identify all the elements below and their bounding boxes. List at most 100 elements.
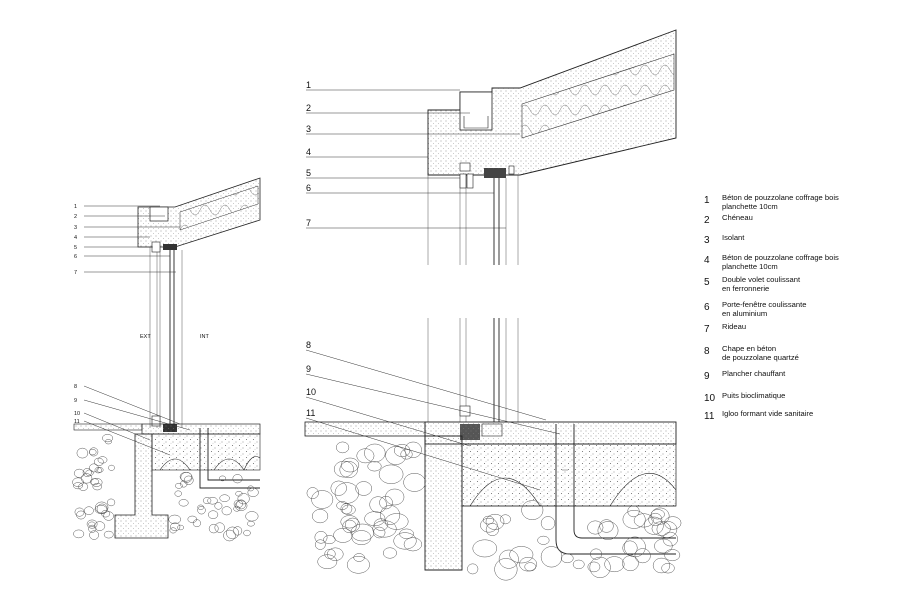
ground-stone: [519, 557, 538, 572]
ground-stone: [192, 519, 201, 528]
ground-stone: [633, 513, 654, 528]
ground-stone: [90, 478, 103, 487]
ground-stone: [485, 523, 499, 536]
ground-stone: [340, 503, 353, 515]
legend-text: Plancher chauffant: [722, 369, 786, 378]
small-section-detail: EXT INT: [72, 177, 261, 542]
ground-stone: [74, 507, 85, 517]
small-callout: 3: [74, 225, 77, 231]
ground-stone: [78, 482, 89, 491]
ground-stone: [202, 497, 212, 505]
ground-stone: [648, 512, 663, 527]
legend-text: Isolant: [722, 233, 745, 242]
ground-stone: [197, 506, 206, 515]
ground-stone: [342, 519, 357, 534]
legend-text: en aluminium: [722, 309, 767, 318]
ground-stone: [76, 447, 89, 459]
small-roof-slab: [137, 177, 261, 248]
ground-stone: [234, 500, 248, 511]
ground-stone: [521, 500, 544, 520]
ground-stone: [247, 487, 259, 497]
large-callout: 1: [306, 80, 311, 90]
ground-stone: [108, 464, 115, 471]
ground-stone: [102, 434, 114, 443]
ground-stone: [177, 524, 184, 531]
ground-stone: [88, 524, 97, 533]
large-callout: 4: [306, 147, 311, 157]
ground-stone: [662, 531, 678, 547]
legend-number: 8: [704, 346, 710, 357]
ground-stone: [403, 537, 423, 552]
ground-stone: [499, 514, 511, 525]
large-callout: 10: [306, 387, 316, 397]
ground-stone: [346, 556, 370, 574]
ground-stone: [84, 506, 94, 515]
ground-stone: [482, 515, 495, 525]
small-callout: 2: [74, 214, 77, 220]
ground-stone: [339, 461, 358, 479]
ground-stone: [187, 515, 198, 523]
ground-stone: [355, 481, 373, 496]
ground-stone: [223, 529, 236, 542]
legend-text: Béton de pouzzolane coffrage bois: [722, 253, 839, 262]
ground-stone: [103, 511, 114, 521]
ground-stone: [88, 521, 96, 527]
ground-stone: [330, 480, 347, 496]
ground-stone: [324, 548, 336, 560]
ground-stone: [73, 529, 85, 539]
ground-stone: [341, 457, 360, 473]
ground-stone: [94, 467, 102, 474]
ground-stone: [379, 495, 393, 510]
small-callout: 4: [74, 235, 77, 241]
ground-stone: [652, 557, 671, 574]
legend-number: 7: [704, 324, 710, 335]
large-callout: 11: [306, 408, 315, 418]
ground-stone: [93, 457, 104, 467]
ground-stone: [327, 547, 344, 561]
ground-stone: [509, 546, 534, 564]
ground-stone: [622, 540, 638, 556]
legend-text: planchette 10cm: [722, 262, 778, 271]
legend-text: Igloo formant vide sanitaire: [722, 409, 813, 418]
ground-stone: [72, 477, 84, 487]
legend-number: 9: [704, 371, 710, 382]
large-callout: 8: [306, 340, 311, 350]
ext-label: EXT: [140, 334, 151, 340]
legend-text: Béton de pouzzolane coffrage bois: [722, 193, 839, 202]
ground-stone: [94, 521, 106, 531]
ground-stone: [587, 520, 604, 535]
small-floor: [73, 423, 261, 539]
legend-number: 10: [704, 393, 716, 404]
ground-stone: [643, 516, 664, 535]
ground-stone: [540, 546, 563, 568]
ground-stone: [341, 504, 356, 515]
small-callout: 10: [74, 411, 80, 417]
small-callout: 1: [74, 204, 77, 210]
small-glazing: [149, 241, 183, 432]
ground-stone: [364, 443, 386, 463]
small-callout: 8: [74, 384, 77, 390]
legend-text: Chéneau: [722, 213, 753, 222]
large-callouts: 1 2 3 4 5 6 7 8 9 10 11: [306, 80, 316, 418]
ground-stone: [233, 499, 243, 509]
legend-number: 3: [704, 235, 710, 246]
ground-stone: [364, 511, 386, 527]
ground-stone: [622, 510, 646, 529]
ground-stone: [467, 563, 479, 575]
ground-stone: [178, 499, 189, 507]
ground-stone: [393, 532, 417, 550]
large-leaders: [305, 89, 561, 491]
ground-stone: [208, 523, 219, 534]
ground-stone: [85, 469, 94, 477]
ground-stone: [333, 460, 354, 478]
ground-stone: [599, 519, 614, 533]
ground-stone: [403, 473, 426, 492]
large-section-detail: 1 2 3 4 5 6 7 8 9 10 11: [304, 29, 682, 581]
ground-stone: [340, 515, 359, 529]
ground-stone: [561, 553, 574, 564]
ground-stone: [226, 526, 239, 540]
ground-stone: [317, 554, 338, 569]
small-callout: 9: [74, 398, 77, 404]
ground-stone: [334, 482, 360, 504]
